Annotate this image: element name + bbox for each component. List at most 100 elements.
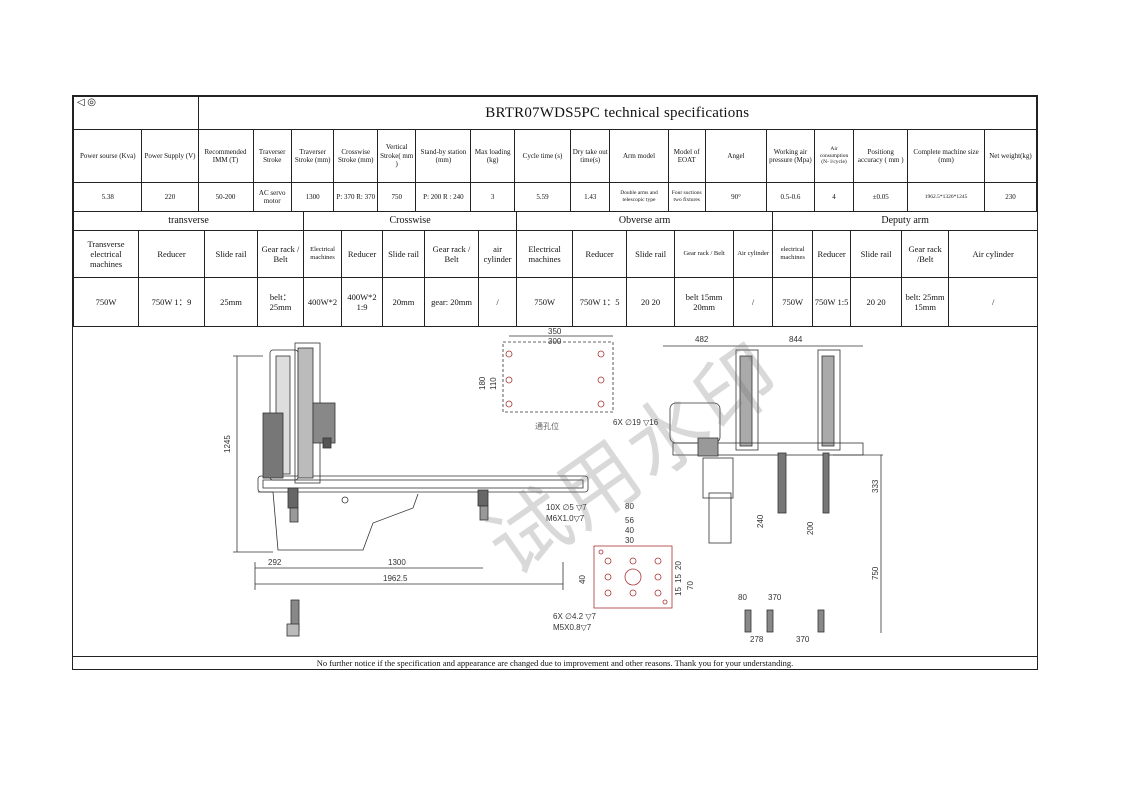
flange-detail: 10X ∅5 ▽7 M6X1.0▽7 80 56 40 30 40 20 15 … xyxy=(546,502,695,632)
spec-header: Arm model xyxy=(609,129,669,183)
spec-value: 1962.5*1326*1245 xyxy=(907,182,985,212)
component-header: air cylinder xyxy=(478,230,518,278)
dim-1962-5: 1962.5 xyxy=(383,574,408,583)
component-value: 20 20 xyxy=(850,277,903,327)
dim-200: 200 xyxy=(806,521,815,535)
component-value: belt: 25mm 15mm xyxy=(901,277,950,327)
spec-value: 3 xyxy=(470,182,515,212)
component-header: Slide rail xyxy=(382,230,426,278)
component-value: 750W 1：9 xyxy=(138,277,205,327)
dim-844: 844 xyxy=(789,335,803,344)
spec-value: 0.5-0.6 xyxy=(766,182,815,212)
dim-80-b: 80 xyxy=(738,593,747,602)
component-header: Gear rack / Belt xyxy=(424,230,480,278)
spec-value: 220 xyxy=(141,182,199,212)
component-value-row: 750W 750W 1：9 25mm belt： 25mm 400W*2 400… xyxy=(73,277,1039,327)
spec-value: ±0.05 xyxy=(853,182,909,212)
component-value: 750W xyxy=(516,277,574,327)
spec-sheet: ◁ ◎ BRTR07WDS5PC technical specification… xyxy=(72,95,1039,670)
component-value: / xyxy=(478,277,518,327)
component-value: / xyxy=(733,277,774,327)
dim-15: 15 xyxy=(674,574,683,583)
spec-value: 1300 xyxy=(290,182,335,212)
front-view: 482 844 333 240 200 750 80 370 278 370 xyxy=(663,335,883,644)
spec-header: Max loading (kg) xyxy=(470,129,515,183)
dim-40: 40 xyxy=(625,526,634,535)
spec-header: Crosswise Stroke (mm) xyxy=(333,129,379,183)
spec-value-row: 5.38 220 50-200 AC servo motor 1300 P: 3… xyxy=(72,182,1038,212)
component-value: 750W xyxy=(73,277,139,327)
spec-header: Working air pressure (Mpa) xyxy=(766,129,815,183)
component-header: Electrical machines xyxy=(303,230,343,278)
spec-value: 1.43 xyxy=(569,182,611,212)
spec-header: Stand-by station (mm) xyxy=(415,129,472,183)
spec-value: Four suctions two fixtures xyxy=(667,182,706,212)
dim-370-a: 370 xyxy=(768,593,782,602)
group-deputy-arm: Deputy arm xyxy=(772,211,1039,231)
spec-value: P: 370 R: 370 xyxy=(333,182,379,212)
component-value: 750W 1：5 xyxy=(572,277,628,327)
group-obverse-arm: Obverse arm xyxy=(516,211,774,231)
dim-1300: 1300 xyxy=(388,558,406,567)
spec-header-row: Power sourse (Kva) Power Supply (V) Reco… xyxy=(72,129,1038,183)
group-transverse: transverse xyxy=(72,211,305,231)
dim-292: 292 xyxy=(268,558,282,567)
hole-note-through: 通孔位 xyxy=(535,421,559,431)
dim-240: 240 xyxy=(756,514,765,528)
spec-value: P: 200 R : 240 xyxy=(415,182,472,212)
dim-20: 20 xyxy=(674,561,683,570)
spec-header: Traverser Stroke (mm) xyxy=(290,129,335,183)
component-header: Air cylinder xyxy=(733,230,774,278)
spec-header: Angel xyxy=(704,129,768,183)
spec-header: Vertical Stroke( mm ) xyxy=(377,129,417,183)
dim-482: 482 xyxy=(695,335,709,344)
component-header-row: Transverse electrical machines Reducer S… xyxy=(73,230,1039,278)
spec-value: 90° xyxy=(704,182,768,212)
note-m5: M5X0.8▽7 xyxy=(553,623,592,632)
spec-value: 750 xyxy=(377,182,417,212)
spec-header: Power Supply (V) xyxy=(141,129,199,183)
spec-header: Power sourse (Kva) xyxy=(72,129,143,183)
component-header: Gear rack / Belt xyxy=(674,230,735,278)
disclaimer-footer: No further notice if the specification a… xyxy=(73,656,1037,670)
spec-table: ◁ ◎ BRTR07WDS5PC technical specification… xyxy=(72,96,1038,212)
component-value: 20mm xyxy=(382,277,426,327)
technical-drawing: 1245 292 1300 1962.5 350 300 180 110 6X … xyxy=(223,328,883,644)
dim-80: 80 xyxy=(625,502,634,511)
dim-370-b: 370 xyxy=(796,635,810,644)
page-title: BRTR07WDS5PC technical specifications xyxy=(197,96,1038,130)
spec-value: 5.38 xyxy=(72,182,143,212)
component-value: 25mm xyxy=(204,277,258,327)
dim-40-v: 40 xyxy=(578,575,587,584)
component-header: Electrical machines xyxy=(516,230,574,278)
component-value: 400W*2 xyxy=(303,277,343,327)
component-header: Reducer xyxy=(572,230,628,278)
spec-header: Dry take out time(s) xyxy=(569,129,611,183)
spec-header: Traverser Stroke xyxy=(252,129,292,183)
spec-value: 4 xyxy=(813,182,855,212)
dim-180: 180 xyxy=(478,376,487,390)
mount-plate-view: 350 300 180 110 6X ∅19 ▽16 通孔位 xyxy=(478,328,659,431)
spec-header: Air consumption (N- l/cycle) xyxy=(813,129,855,183)
spec-header: Model of EOAT xyxy=(667,129,706,183)
spec-value: 50-200 xyxy=(197,182,254,212)
component-header: Transverse electrical machines xyxy=(73,230,139,278)
spec-header: Complete machine size (mm) xyxy=(907,129,985,183)
spec-header: Cycle time (s) xyxy=(513,129,572,183)
component-value: gear: 20mm xyxy=(424,277,480,327)
dim-70: 70 xyxy=(686,581,695,590)
component-value: belt 15mm 20mm xyxy=(674,277,735,327)
dim-333: 333 xyxy=(871,479,880,493)
dim-56: 56 xyxy=(625,516,634,525)
dim-350: 350 xyxy=(548,328,562,336)
component-header: Gear rack /Belt xyxy=(901,230,950,278)
spec-value: 230 xyxy=(983,182,1038,212)
component-header: Air cylinder xyxy=(948,230,1039,278)
spec-value: Double arms and telescopic type xyxy=(609,182,669,212)
component-value: belt： 25mm xyxy=(256,277,305,327)
dim-30: 30 xyxy=(625,536,634,545)
dim-300: 300 xyxy=(548,337,562,346)
component-value: 400W*2 1:9 xyxy=(341,277,384,327)
dim-278: 278 xyxy=(750,635,764,644)
component-value: 750W xyxy=(772,277,814,327)
